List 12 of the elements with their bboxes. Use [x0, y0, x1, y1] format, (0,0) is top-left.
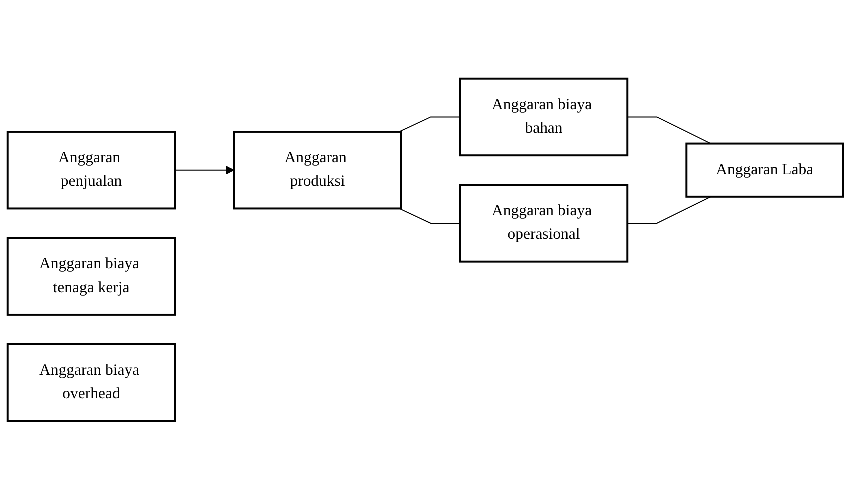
node-box: Anggaran biaya bahan — [459, 78, 629, 157]
node-box: Anggaran penjualan — [6, 130, 176, 210]
node-box: Anggaran biaya tenaga kerja — [6, 237, 176, 316]
node-box: Anggaran biaya operasional — [459, 184, 629, 263]
arrow — [174, 166, 235, 175]
node-box: Anggaran produksi — [233, 130, 402, 210]
connector — [627, 116, 712, 144]
connector — [627, 196, 712, 224]
connector — [398, 208, 461, 224]
node-box: Anggaran biaya overhead — [6, 343, 176, 422]
connector — [398, 116, 461, 132]
node-box: Anggaran Laba — [686, 142, 844, 198]
